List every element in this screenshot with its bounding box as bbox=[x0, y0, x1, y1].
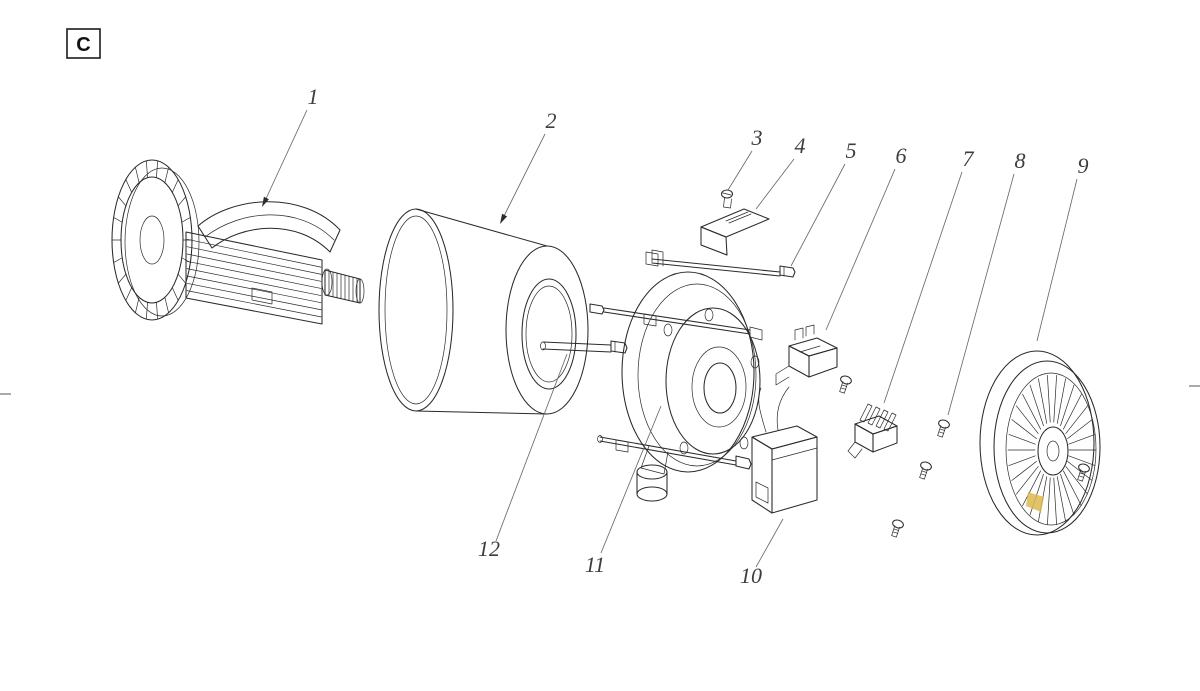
part-number-9: 9 bbox=[1078, 153, 1089, 178]
part-number-2: 2 bbox=[546, 108, 557, 133]
callout-2: 2 bbox=[500, 108, 557, 224]
callout-6: 6 bbox=[825, 143, 907, 331]
part-labels: 1 2 3 4 5 6 7 8 bbox=[262, 84, 1089, 588]
part-number-5: 5 bbox=[846, 138, 857, 163]
terminal-block bbox=[847, 403, 898, 459]
part-number-6: 6 bbox=[896, 143, 907, 168]
callout-12: 12 bbox=[478, 353, 568, 561]
callout-11: 11 bbox=[585, 405, 662, 577]
tie-rod-bottom bbox=[597, 435, 752, 470]
callout-3: 3 bbox=[727, 125, 763, 191]
callout-1: 1 bbox=[262, 84, 319, 207]
callout-4: 4 bbox=[755, 133, 806, 210]
screw bbox=[891, 519, 904, 538]
small-screw-part3 bbox=[720, 189, 734, 209]
part-number-3: 3 bbox=[751, 125, 763, 150]
screw bbox=[937, 419, 950, 438]
regulator-box bbox=[751, 386, 818, 514]
callout-10: 10 bbox=[740, 518, 784, 588]
callout-9: 9 bbox=[1036, 153, 1089, 342]
part-number-11: 11 bbox=[585, 552, 605, 577]
part-number-8: 8 bbox=[1015, 148, 1026, 173]
centerline-marks bbox=[0, 385, 1200, 395]
section-label-text: C bbox=[76, 34, 90, 56]
callout-8: 8 bbox=[947, 148, 1026, 416]
part-number-10: 10 bbox=[740, 563, 762, 588]
stator-cylinder bbox=[378, 208, 589, 415]
end-bracket-housing bbox=[621, 249, 761, 502]
vented-end-cover bbox=[979, 350, 1101, 536]
screws-part8 bbox=[839, 375, 1090, 538]
cover-accent-patch bbox=[1026, 492, 1044, 512]
shaft-bolt bbox=[540, 340, 628, 354]
section-label: C bbox=[66, 28, 101, 59]
screw bbox=[839, 375, 852, 394]
part-number-1: 1 bbox=[308, 84, 319, 109]
screw bbox=[919, 461, 932, 480]
part-number-4: 4 bbox=[795, 133, 806, 158]
part-number-12: 12 bbox=[478, 536, 500, 561]
tie-rod-middle bbox=[589, 303, 763, 341]
callout-5: 5 bbox=[790, 138, 857, 267]
rotor-assembly bbox=[111, 159, 365, 325]
clamp-bracket bbox=[700, 208, 770, 256]
section-label-box bbox=[66, 28, 101, 59]
brush-holder bbox=[775, 324, 838, 386]
callout-7: 7 bbox=[883, 146, 975, 404]
part-number-7: 7 bbox=[963, 146, 975, 171]
screw bbox=[1077, 463, 1090, 482]
tie-rod-top-part5 bbox=[645, 251, 796, 278]
